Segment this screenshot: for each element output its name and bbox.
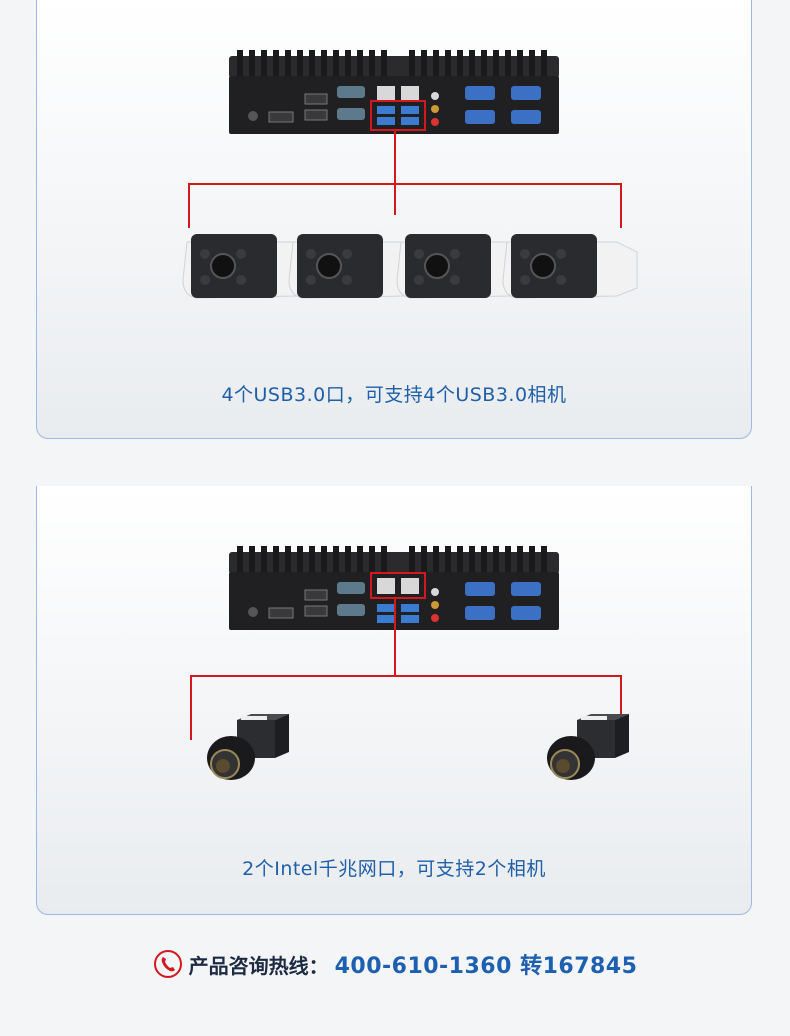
industrial-camera-right [547,714,629,780]
industrial-camera-left [207,714,289,780]
bullet-cameras [182,234,638,299]
hotline-number[interactable]: 400-610-1360 转167845 [334,954,638,979]
usb-caption: 4个USB3.0口，可支持4个USB3.0相机 [221,384,567,406]
gige-diagram [190,546,629,780]
phone-icon [153,950,182,978]
industrial-pc [229,546,559,630]
usb-diagram [182,50,638,299]
usb-connection-lines [188,130,622,228]
hotline-bar: 产品咨询热线： 400-610-1360 转167845 [0,948,790,980]
industrial-pc [229,50,559,134]
gige-caption: 2个Intel千兆网口，可支持2个相机 [242,858,546,880]
hotline-label: 产品咨询热线： [188,953,329,978]
usb-camera-panel: 4个USB3.0口，可支持4个USB3.0相机 [36,0,752,439]
gige-camera-panel [36,486,752,915]
gige-connection-lines [190,598,622,740]
